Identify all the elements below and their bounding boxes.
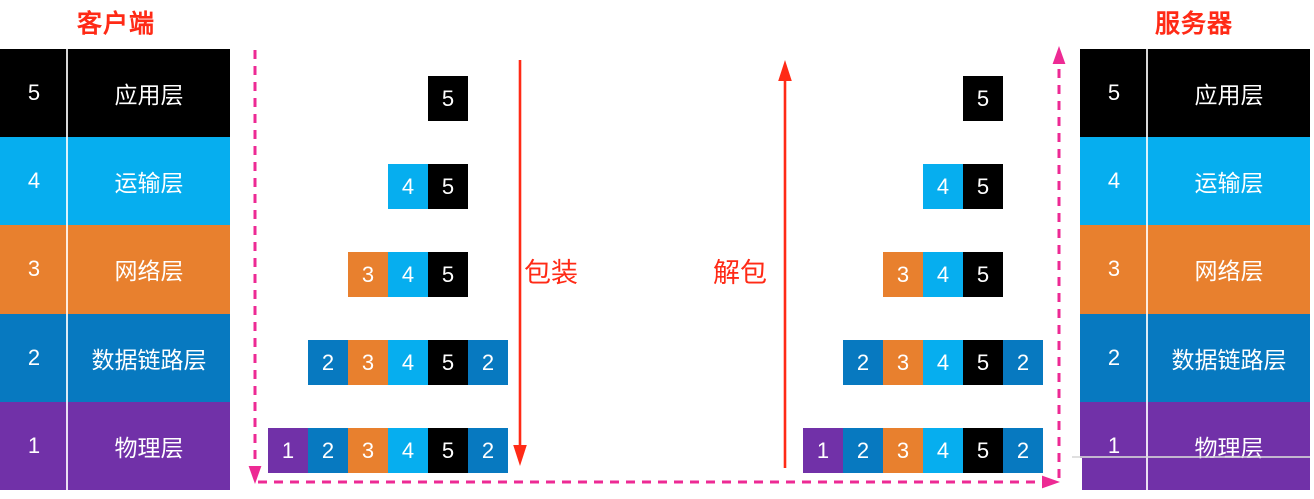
client-packet-cell: 4 <box>388 428 428 473</box>
client-packet-cell: 3 <box>348 428 388 473</box>
client-layer-number-4: 4 <box>0 137 68 226</box>
client-packet-cell: 2 <box>308 340 348 385</box>
client-packet-cell: 3 <box>348 340 388 385</box>
server-packet-cell: 5 <box>963 340 1003 385</box>
client-layer-label-2: 数据链路层 <box>91 346 207 373</box>
decapsulation-arrow-up <box>776 58 794 470</box>
client-packet-cell: 4 <box>388 252 428 297</box>
client-layer-label-1: 物理层 <box>114 434 184 461</box>
server-packet-row-1: 5 <box>963 76 1003 121</box>
server-packet-cell: 5 <box>963 76 1003 121</box>
server-packet-cell: 3 <box>883 428 923 473</box>
server-packet-cell: 4 <box>923 252 963 297</box>
server-heading: 服务器 <box>1155 10 1234 38</box>
client-layer-number-3: 3 <box>0 225 68 314</box>
server-packet-cell: 5 <box>963 252 1003 297</box>
server-packet-cell: 4 <box>923 340 963 385</box>
client-layer-number-5: 5 <box>0 49 68 138</box>
client-layer-row-3: 3 网络层 <box>0 225 230 314</box>
server-packet-cell: 2 <box>843 340 883 385</box>
server-layer-row-5: 5 应用层 <box>1080 49 1310 138</box>
server-packet-cell: 3 <box>883 252 923 297</box>
server-packet-cell: 4 <box>923 164 963 209</box>
server-layer-row-2: 2 数据链路层 <box>1080 313 1310 402</box>
server-packet-cell: 2 <box>1003 340 1043 385</box>
server-layer-number-4: 4 <box>1080 137 1148 226</box>
client-layer-row-2: 2 数据链路层 <box>0 313 230 402</box>
server-packet-cell: 2 <box>843 428 883 473</box>
client-layer-label-5: 应用层 <box>114 82 184 109</box>
client-packet-cell: 4 <box>388 164 428 209</box>
client-packet-cell: 5 <box>428 340 468 385</box>
server-packet-cell: 3 <box>883 340 923 385</box>
server-layer-row-4: 4 运输层 <box>1080 137 1310 226</box>
panel-corner-artifact <box>1068 458 1082 492</box>
server-layer-label-5: 应用层 <box>1194 82 1264 109</box>
client-layer-stack: 5 应用层 4 运输层 3 网络层 2 数据链路层 1 物理层 <box>0 49 230 491</box>
server-layer-number-2: 2 <box>1080 313 1148 402</box>
server-packet-cell: 1 <box>803 428 843 473</box>
server-packet-cell: 5 <box>963 428 1003 473</box>
client-layer-row-5: 5 应用层 <box>0 49 230 138</box>
server-layer-label-3: 网络层 <box>1194 258 1264 285</box>
server-packet-cell: 2 <box>1003 428 1043 473</box>
client-packet-row-1: 5 <box>428 76 468 121</box>
panel-edge-artifact <box>1072 456 1310 458</box>
server-layer-row-1: 1 物理层 <box>1080 401 1310 491</box>
client-layer-row-1: 1 物理层 <box>0 401 230 491</box>
client-layer-row-4: 4 运输层 <box>0 137 230 226</box>
server-layer-number-3: 3 <box>1080 225 1148 314</box>
server-packet-cell: 5 <box>963 164 1003 209</box>
encapsulation-label: 包装 <box>524 258 578 288</box>
server-packet-cell: 4 <box>923 428 963 473</box>
server-layer-number-5: 5 <box>1080 49 1148 138</box>
client-packet-cell: 2 <box>308 428 348 473</box>
encapsulation-arrow-down <box>511 58 529 468</box>
client-heading: 客户端 <box>77 10 156 38</box>
server-layer-stack: 5 应用层 4 运输层 3 网络层 2 数据链路层 1 物理层 <box>1080 49 1310 491</box>
client-packet-cell: 2 <box>468 340 508 385</box>
client-packet-cell: 5 <box>428 252 468 297</box>
client-layer-number-2: 2 <box>0 313 68 402</box>
server-layer-number-1: 1 <box>1080 401 1148 491</box>
client-packet-cell: 3 <box>348 252 388 297</box>
client-packet-cell: 4 <box>388 340 428 385</box>
client-packet-cell: 5 <box>428 428 468 473</box>
client-layer-number-1: 1 <box>0 401 68 491</box>
server-layer-label-1: 物理层 <box>1194 434 1264 461</box>
server-layer-label-4: 运输层 <box>1194 170 1264 197</box>
client-layer-label-3: 网络层 <box>114 258 184 285</box>
client-packet-cell: 1 <box>268 428 308 473</box>
client-layer-label-4: 运输层 <box>114 170 184 197</box>
client-packet-cell: 5 <box>428 164 468 209</box>
client-packet-cell: 2 <box>468 428 508 473</box>
client-packet-cell: 5 <box>428 76 468 121</box>
decapsulation-label: 解包 <box>713 258 767 288</box>
server-layer-row-3: 3 网络层 <box>1080 225 1310 314</box>
server-layer-label-2: 数据链路层 <box>1171 346 1287 373</box>
